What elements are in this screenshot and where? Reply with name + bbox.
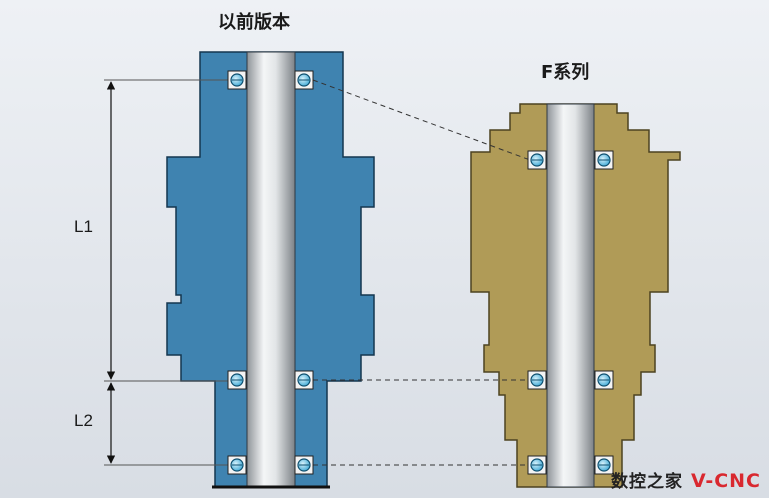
bearing-right-mid-right [594, 370, 614, 390]
connector-line-top [312, 79, 531, 161]
watermark: 数控之家 V-CNC [611, 467, 761, 492]
bearing-left-mid-left [227, 370, 247, 390]
previous-version-bearings [227, 70, 314, 475]
f-series-shaft [546, 103, 595, 488]
previous-version-shaft [246, 51, 296, 488]
bearing-right-top-right [594, 150, 614, 170]
title-previous-version: 以前版本 [218, 12, 290, 33]
bearing-right-bottom-right [594, 455, 614, 475]
bearing-left-bottom-left [227, 455, 247, 475]
bearing-right-top-left [527, 150, 547, 170]
bearing-right-mid-left [527, 370, 547, 390]
dimension-extension-lines [104, 79, 230, 466]
bearing-right-bottom-left [527, 455, 547, 475]
bearing-left-bottom-right [294, 455, 314, 475]
watermark-chinese-text: 数控之家 [611, 472, 683, 492]
dimension-label-l2: L2 [74, 411, 93, 430]
bearing-left-top-left [227, 70, 247, 90]
watermark-brand-logo: V-CNC [691, 470, 761, 492]
dimension-label-l1: L1 [74, 217, 93, 236]
bearing-left-mid-right [294, 370, 314, 390]
f-series-bearings [527, 150, 614, 475]
title-f-series: F系列 [541, 62, 590, 83]
connector-lines [312, 79, 531, 466]
bearing-left-top-right [294, 70, 314, 90]
